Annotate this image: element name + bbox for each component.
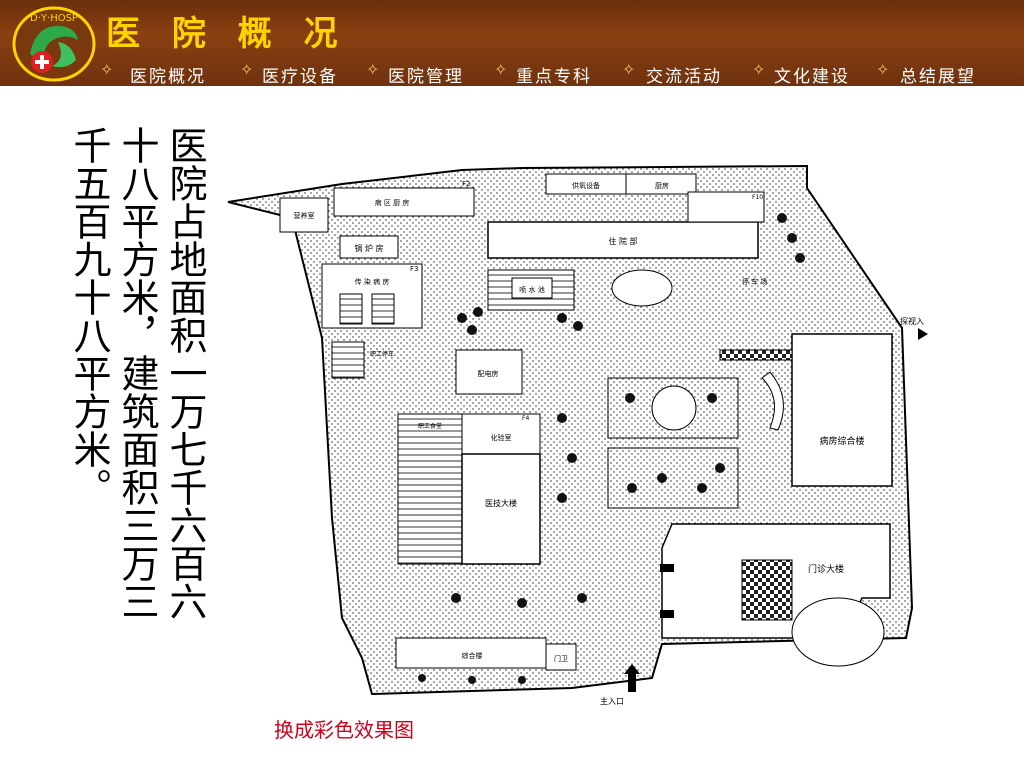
nav-item-culture[interactable]: 文化建设 bbox=[774, 67, 850, 87]
label-floor-f2: F2 bbox=[462, 180, 470, 188]
label-composite: 综合楼 bbox=[462, 651, 483, 660]
label-inpatient: 住 院 部 bbox=[608, 236, 637, 246]
label-nutrition: 营养室 bbox=[294, 211, 315, 220]
nav-separator-icon: ✧ bbox=[240, 60, 254, 79]
label-distribution: 配电房 bbox=[478, 369, 499, 378]
nav-separator-icon: ✧ bbox=[752, 60, 766, 79]
tree-cluster-icon bbox=[418, 213, 805, 684]
hospital-site-map: 营养室 病 区 厨 房 F2 锅 炉 房 传 染 病 房 F3 供氧设备 厨房 … bbox=[227, 164, 928, 706]
label-chemistry: 化验室 bbox=[491, 433, 512, 442]
nav-item-management[interactable]: 医院管理 bbox=[388, 67, 464, 87]
page-title: 医 院 概 况 bbox=[106, 14, 348, 54]
label-floor-f10: F10 bbox=[752, 194, 763, 201]
label-kitchen: 厨房 bbox=[655, 181, 669, 190]
nav-item-overview[interactable]: 医院概况 bbox=[130, 67, 206, 87]
label-pool: 喷 水 池 bbox=[519, 285, 544, 294]
intro-text-column-1: 医院占地面积一万七千六百六 bbox=[163, 126, 207, 620]
label-outpatient: 门诊大楼 bbox=[808, 563, 844, 575]
nav-item-equipment[interactable]: 医疗设备 bbox=[262, 67, 338, 87]
svg-text:D·Y·HOSP: D·Y·HOSP bbox=[30, 13, 78, 24]
label-ward-complex: 病房综合楼 bbox=[819, 435, 864, 447]
nav-separator-icon: ✧ bbox=[494, 60, 508, 79]
intro-text-column-2: 十八平方米，建筑面积三万三 bbox=[115, 126, 159, 620]
main-entrance-arrow-icon bbox=[624, 664, 640, 674]
label-boiler-room: 锅 炉 房 bbox=[354, 243, 383, 253]
nav-item-specialties[interactable]: 重点专科 bbox=[516, 67, 592, 87]
label-staff-parking: 职工停车 bbox=[370, 350, 394, 358]
caption-text: 换成彩色效果图 bbox=[274, 718, 414, 742]
label-oxygen-supply: 供氧设备 bbox=[572, 181, 600, 190]
label-parking: 停 车 场 bbox=[742, 277, 767, 286]
nav-item-summary[interactable]: 总结展望 bbox=[900, 67, 976, 87]
label-tech-building: 医技大楼 bbox=[485, 498, 517, 508]
label-ward-kitchen: 病 区 厨 房 bbox=[375, 198, 410, 207]
nav-separator-icon: ✧ bbox=[100, 60, 114, 79]
label-floor-f4: F4 bbox=[522, 415, 529, 422]
nav-separator-icon: ✧ bbox=[366, 60, 380, 79]
label-floor-f3: F3 bbox=[410, 265, 418, 273]
label-gate: 门卫 bbox=[554, 654, 568, 663]
label-visit-entrance: 探视入 bbox=[900, 316, 924, 326]
label-main-entrance: 主入口 bbox=[600, 696, 624, 706]
hospital-logo: D·Y·HOSP bbox=[12, 6, 96, 82]
nav-item-exchange[interactable]: 交流活动 bbox=[646, 67, 722, 87]
header-bar bbox=[0, 0, 1024, 86]
nav-separator-icon: ✧ bbox=[876, 60, 890, 79]
visit-entrance-arrow-icon bbox=[918, 328, 928, 340]
label-canteen: 职工食堂 bbox=[418, 422, 442, 430]
intro-text-column-3: 千五百九十八平方米。 bbox=[67, 126, 111, 506]
nav-separator-icon: ✧ bbox=[622, 60, 636, 79]
label-infectious-ward: 传 染 病 房 bbox=[355, 277, 390, 286]
